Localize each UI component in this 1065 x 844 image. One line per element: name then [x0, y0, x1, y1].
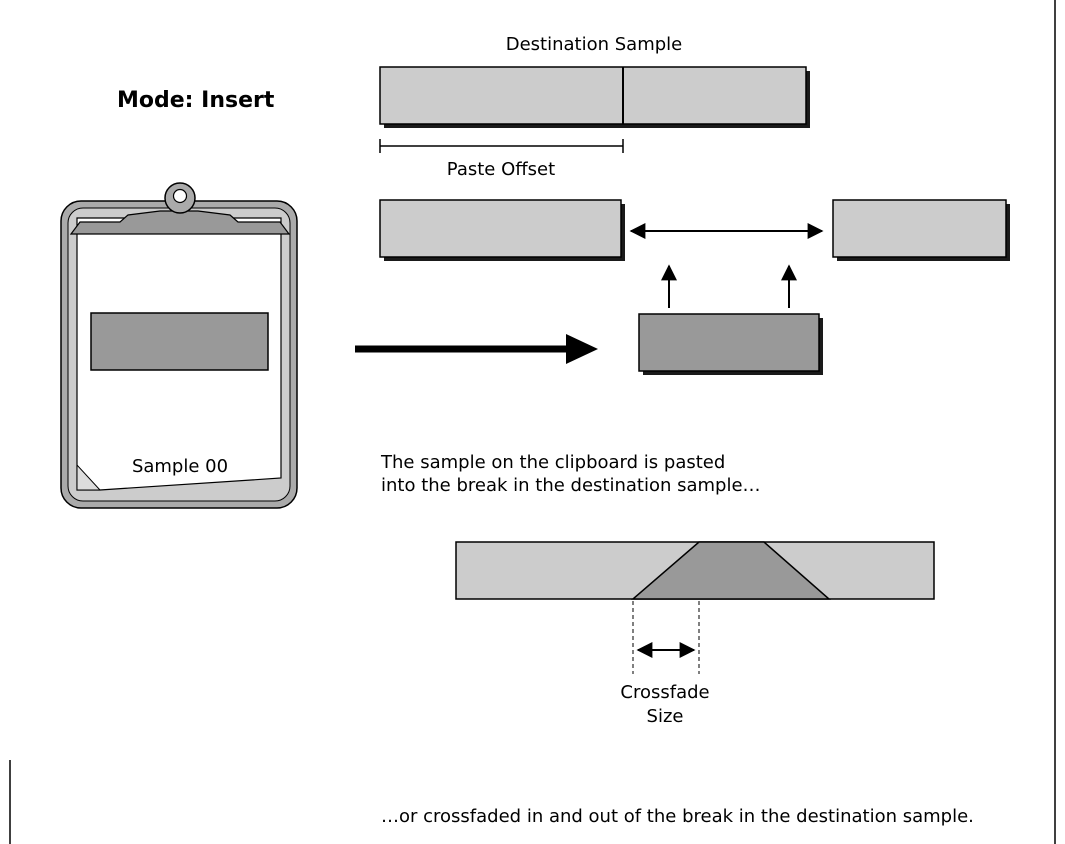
paste-offset-bracket	[379, 139, 624, 153]
destination-left-block	[379, 199, 625, 261]
caption-2: …or crossfaded in and out of the break i…	[381, 806, 974, 827]
destination-label: Destination Sample	[506, 34, 683, 55]
caption-1-line-2: into the break in the destination sample…	[381, 475, 761, 496]
crossfade-trapezoid	[630, 541, 831, 600]
destination-right-block	[832, 199, 1010, 261]
crossfade-bar	[455, 541, 935, 600]
caption-1-line-1: The sample on the clipboard is pasted	[380, 452, 725, 473]
inserted-sample-block	[638, 313, 823, 375]
paste-offset-label: Paste Offset	[447, 159, 555, 180]
clipboard-sample-block	[90, 312, 269, 371]
mode-label: Mode: Insert	[117, 88, 275, 113]
crossfade-label-line-2: Size	[647, 706, 684, 727]
crossfade-label-line-1: Crossfade	[620, 682, 709, 703]
paste-arrow	[355, 334, 598, 364]
clipboard-label: Sample 00	[132, 456, 228, 477]
clipboard-icon	[60, 182, 298, 509]
destination-sample-block	[379, 66, 810, 128]
